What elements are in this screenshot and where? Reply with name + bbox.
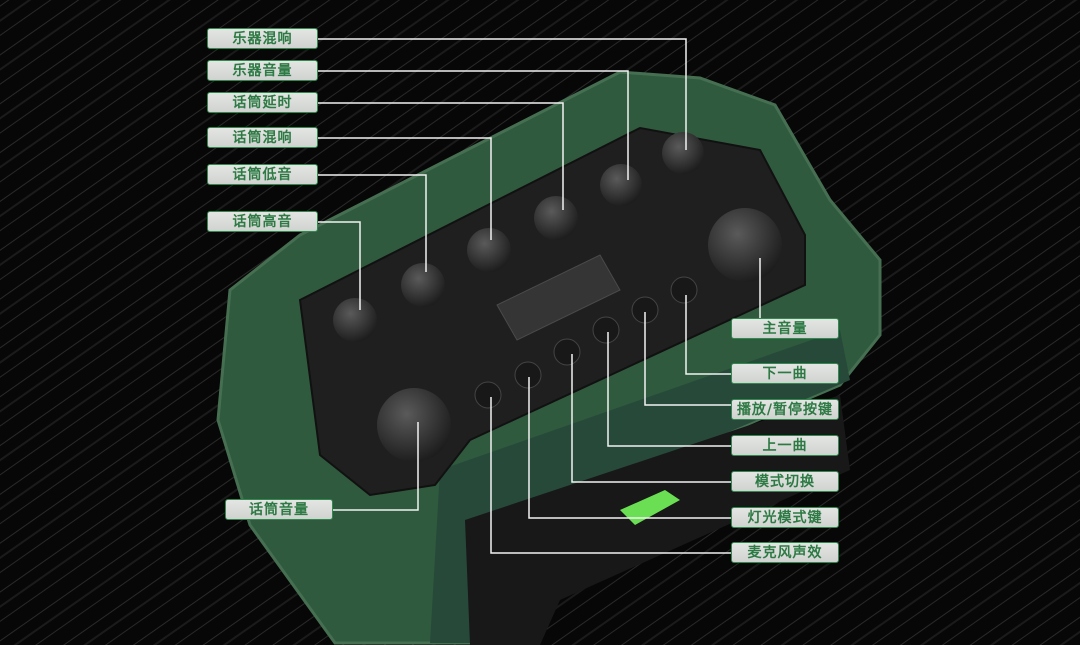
button-next (670, 276, 698, 304)
knob-mic-echo (467, 228, 511, 272)
callout-mic-volume: 话筒音量 (225, 499, 333, 520)
button-mode (553, 338, 581, 366)
callout-mic-treble: 话筒高音 (207, 211, 318, 232)
knobs (333, 132, 782, 462)
brand-logo (620, 490, 680, 525)
button-light (514, 361, 542, 389)
knob-mic-delay (534, 196, 578, 240)
button-prev (592, 316, 620, 344)
callout-master-volume: 主音量 (731, 318, 839, 339)
callout-mode-switch: 模式切换 (731, 471, 839, 492)
callout-play-pause: 播放/暂停按键 (731, 399, 839, 420)
callout-prev-track: 上一曲 (731, 435, 839, 456)
buttons (474, 276, 698, 409)
callout-mic-bass: 话筒低音 (207, 164, 318, 185)
knob-mic-bass (401, 263, 445, 307)
speaker-grille (465, 395, 850, 645)
button-effect (474, 381, 502, 409)
callout-mic-delay: 话筒延时 (207, 92, 318, 113)
knob-mic-treble (333, 298, 377, 342)
callout-instrument-volume: 乐器音量 (207, 60, 318, 81)
callout-mic-effect: 麦克风声效 (731, 542, 839, 563)
knob-instrument-echo (662, 132, 704, 174)
knob-master-volume (708, 208, 782, 282)
knob-instrument-volume (600, 164, 642, 206)
callout-next-track: 下一曲 (731, 363, 839, 384)
callout-instrument-echo: 乐器混响 (207, 28, 318, 49)
callout-mic-echo: 话筒混响 (207, 127, 318, 148)
display-screen (496, 254, 621, 341)
leader-lines (318, 38, 761, 554)
knob-mic-volume (377, 388, 451, 462)
callout-light-mode: 灯光模式键 (731, 507, 839, 528)
